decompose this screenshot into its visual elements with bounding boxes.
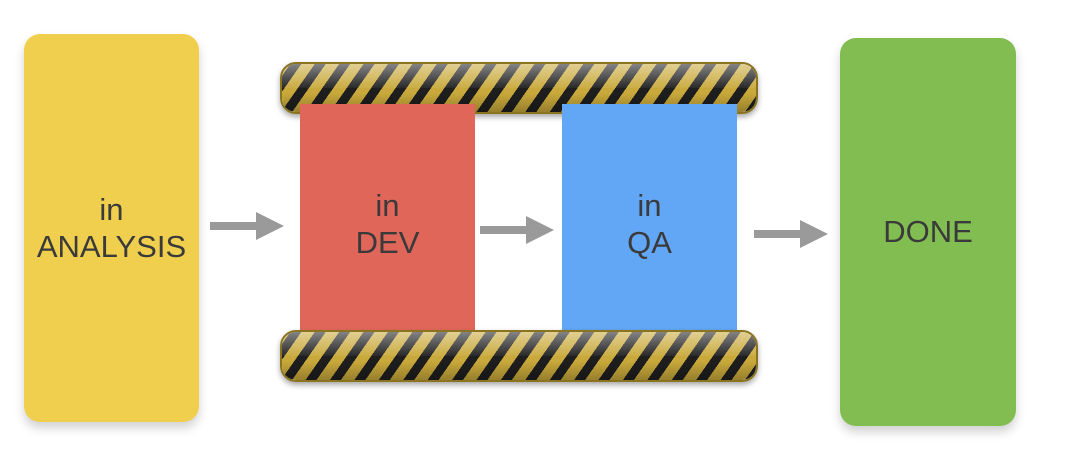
stage-analysis-prefix: in (99, 191, 124, 227)
stage-dev-prefix: in (375, 187, 400, 223)
stage-analysis-label: ANALYSIS (36, 229, 187, 264)
stage-analysis: in ANALYSIS (24, 34, 199, 422)
stage-qa-label: QA (627, 225, 672, 260)
arrow-right-icon (210, 212, 284, 240)
stage-dev: in DEV (300, 104, 475, 344)
stage-qa: in QA (562, 104, 737, 344)
arrow-right-icon (754, 220, 828, 248)
stage-done-label: DONE (883, 214, 973, 250)
arrow-right-icon (480, 216, 554, 244)
stage-done: DONE (840, 38, 1016, 426)
hazard-bar-bottom (280, 330, 758, 382)
stage-dev-label: DEV (355, 225, 420, 260)
stage-qa-prefix: in (637, 187, 662, 223)
